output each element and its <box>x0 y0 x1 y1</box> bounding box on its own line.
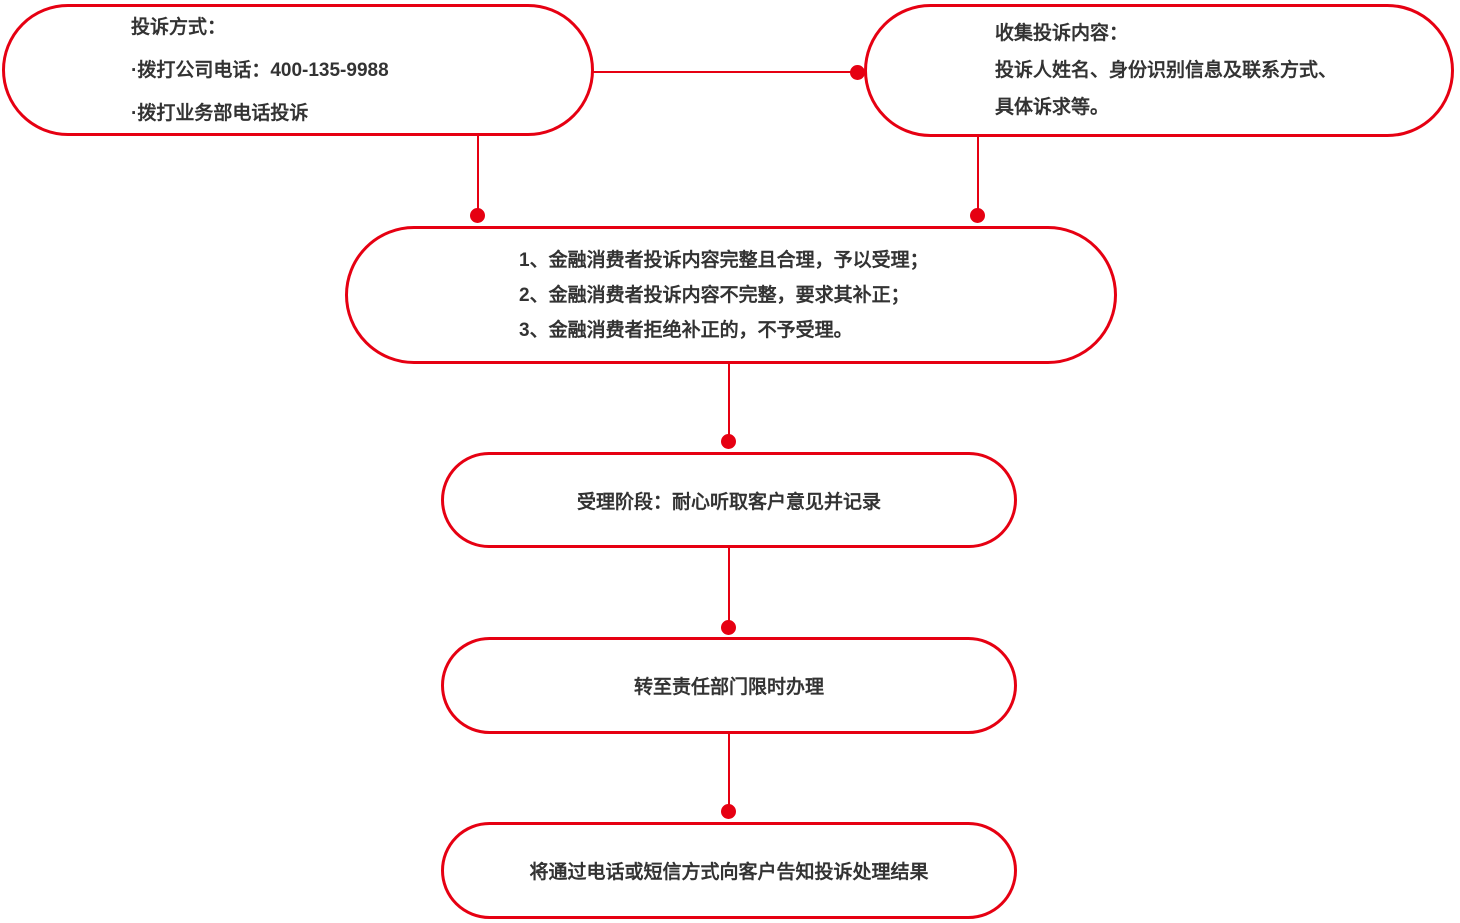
connector-transfer-to-notify <box>728 733 730 812</box>
node-text-line: ·拨打业务部电话投诉 <box>131 102 309 124</box>
flow-node-collect-content: 收集投诉内容： 投诉人姓名、身份识别信息及联系方式、 具体诉求等。 <box>864 4 1454 137</box>
connector-channels-to-triage <box>477 134 479 217</box>
connector-dot-accept <box>721 434 736 449</box>
connector-dot-collect <box>850 65 865 80</box>
connector-dot-transfer <box>721 620 736 635</box>
connector-dot-notify <box>721 804 736 819</box>
node-text-line: 3、金融消费者拒绝补正的，不予受理。 <box>519 319 853 341</box>
connector-triage-to-accept <box>728 363 730 443</box>
flow-node-triage-rules: 1、金融消费者投诉内容完整且合理，予以受理； 2、金融消费者投诉内容不完整，要求… <box>345 226 1117 364</box>
node-text-line: 将通过电话或短信方式向客户告知投诉处理结果 <box>529 862 929 883</box>
node-text-line: 受理阶段：耐心听取客户意见并记录 <box>576 491 881 513</box>
node-text-line: 转至责任部门限时办理 <box>633 677 824 698</box>
node-text-line: 具体诉求等。 <box>995 97 1110 118</box>
connector-dot-triage-left <box>470 208 485 223</box>
node-text-line: ·拨打公司电话：400-135-9988 <box>131 59 389 81</box>
connector-dot-triage-right <box>970 208 985 223</box>
node-text-line: 1、金融消费者投诉内容完整且合理，予以受理； <box>519 249 929 271</box>
connector-accept-to-transfer <box>728 547 730 628</box>
node-text-line: 投诉方式： <box>131 16 227 38</box>
node-text-line: 收集投诉内容： <box>995 23 1129 44</box>
connector-collect-to-triage <box>977 136 979 217</box>
flow-node-notify-result: 将通过电话或短信方式向客户告知投诉处理结果 <box>441 822 1017 919</box>
node-text-line: 投诉人姓名、身份识别信息及联系方式、 <box>995 60 1338 81</box>
flow-node-complaint-channels: 投诉方式： ·拨打公司电话：400-135-9988 ·拨打业务部电话投诉 <box>2 4 594 136</box>
flow-node-accept-stage: 受理阶段：耐心听取客户意见并记录 <box>441 452 1017 548</box>
connector-channels-to-collect <box>593 71 865 73</box>
flow-node-transfer-department: 转至责任部门限时办理 <box>441 637 1017 734</box>
node-text-line: 2、金融消费者投诉内容不完整，要求其补正； <box>519 284 910 306</box>
